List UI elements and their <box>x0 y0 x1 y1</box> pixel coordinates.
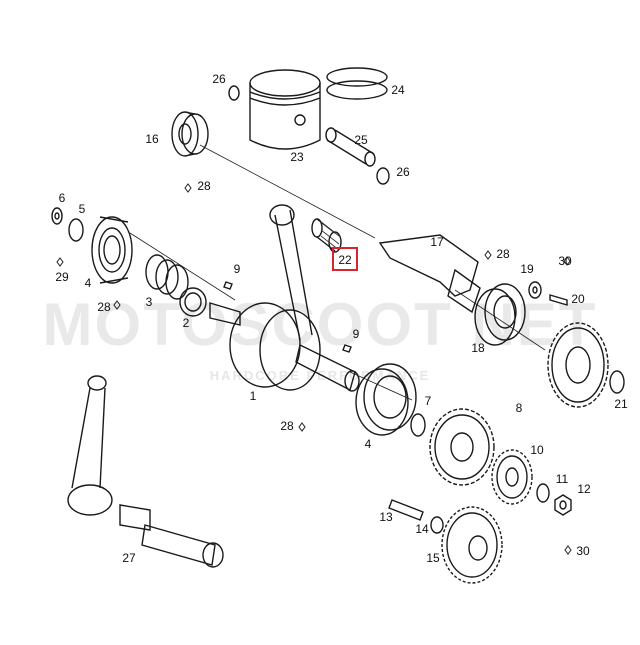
dowel-markers <box>56 183 572 555</box>
part-label-30b: 30 <box>576 544 590 558</box>
part-label-18: 18 <box>471 341 485 355</box>
part-label-17: 17 <box>430 235 444 249</box>
part-label-4a: 4 <box>85 276 92 290</box>
part-label-7: 7 <box>425 394 432 408</box>
balance-shaft <box>378 234 481 314</box>
part-label-27: 27 <box>122 551 136 565</box>
part-label-15: 15 <box>426 551 440 565</box>
part-label-28d: 28 <box>280 419 294 433</box>
part-label-9a: 9 <box>234 262 241 276</box>
gear-15 <box>441 506 503 584</box>
main-bearing-4a <box>91 216 133 284</box>
part-label-29: 29 <box>55 270 69 284</box>
seal-5 <box>68 218 84 242</box>
seal-6 <box>51 207 63 225</box>
circlips <box>228 85 390 185</box>
seal-7 <box>410 413 426 437</box>
pin-13 <box>388 499 424 521</box>
part-label-11: 11 <box>556 472 569 486</box>
part-label-21: 21 <box>614 397 628 411</box>
part-label-3: 3 <box>146 295 153 309</box>
washer-14 <box>430 516 444 534</box>
part-label-22-highlighted: 22 <box>338 253 352 267</box>
part-label-20: 20 <box>571 292 585 306</box>
highlight-box <box>332 247 358 271</box>
part-label-28c: 28 <box>97 300 111 314</box>
part-label-25: 25 <box>354 133 368 147</box>
main-bearing-4b <box>355 363 417 436</box>
part-label-4b: 4 <box>365 437 372 451</box>
part-label-28a: 28 <box>197 179 211 193</box>
bearing-16 <box>171 111 209 157</box>
part-label-16: 16 <box>145 132 159 146</box>
part-label-23: 23 <box>290 150 304 164</box>
gear-8-lower <box>429 408 495 486</box>
bearing-18 <box>474 283 526 346</box>
part-label-6: 6 <box>59 191 66 205</box>
part-label-1: 1 <box>250 389 257 403</box>
spacer-3 <box>145 254 189 300</box>
piston-rings <box>326 67 388 100</box>
part-label-8: 8 <box>516 401 523 415</box>
part-label-5: 5 <box>79 202 86 216</box>
part-label-14: 14 <box>415 522 429 536</box>
part-label-26a: 26 <box>212 72 226 86</box>
guide-lines <box>129 144 546 401</box>
washer-19 <box>528 281 542 299</box>
circlip-21 <box>609 370 625 394</box>
piston <box>249 69 321 150</box>
gear-10 <box>491 449 533 505</box>
part-label-10: 10 <box>530 443 544 457</box>
part-label-2: 2 <box>183 316 190 330</box>
bolt-20 <box>549 294 568 306</box>
part-label-19: 19 <box>520 262 534 276</box>
part-label-30a: 30 <box>558 254 572 268</box>
shim-2 <box>179 287 207 317</box>
crankshaft <box>209 204 360 392</box>
part-label-12: 12 <box>577 482 591 496</box>
part-label-24: 24 <box>391 83 405 97</box>
part-label-9b: 9 <box>353 327 360 341</box>
watermark-main: MOTOSCOOT NET <box>43 291 598 358</box>
part-label-26b: 26 <box>396 165 410 179</box>
nut-12 <box>554 494 572 516</box>
part-label-13: 13 <box>379 510 393 524</box>
gear-8 <box>547 322 609 408</box>
part-label-28b: 28 <box>496 247 510 261</box>
piston-pin <box>325 127 376 167</box>
washer-11 <box>536 483 550 503</box>
woodruff-keys <box>223 281 352 353</box>
connecting-rod-27 <box>67 375 224 568</box>
